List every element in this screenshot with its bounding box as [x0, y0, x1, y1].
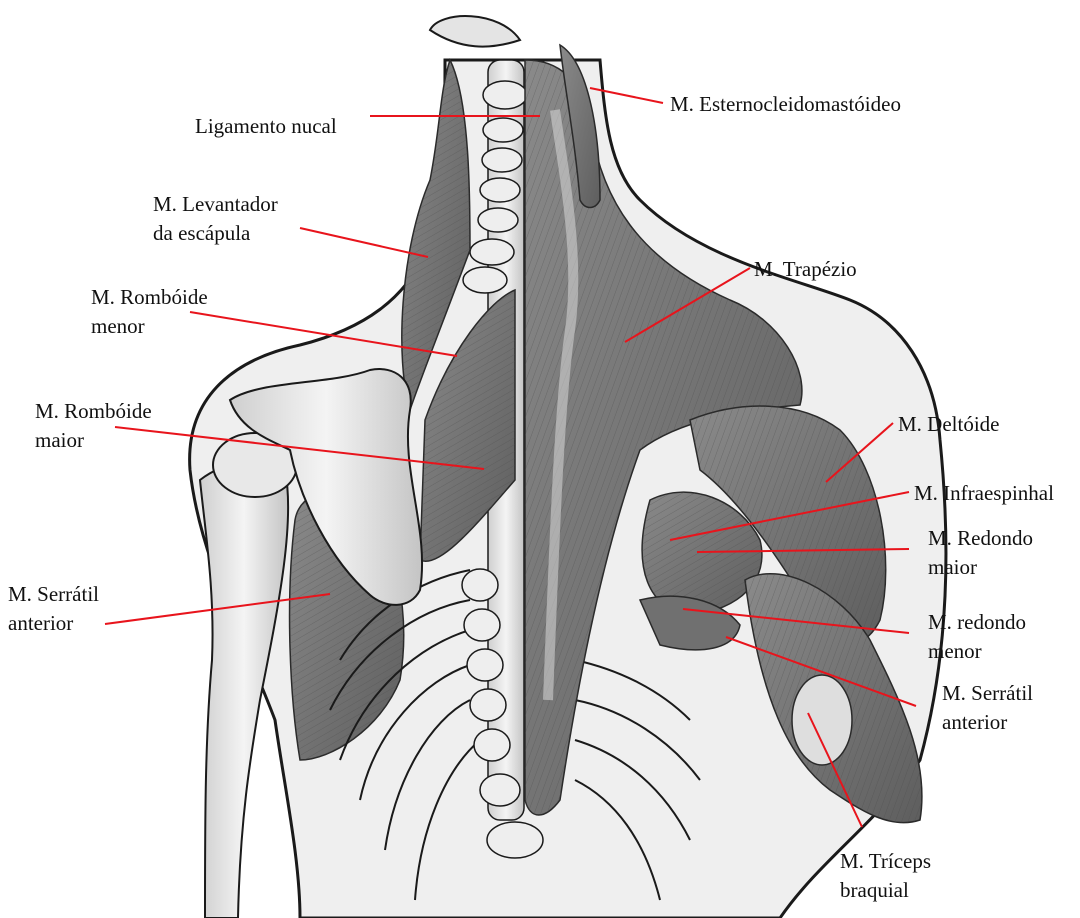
label-romboide-menor: M. Rombóide menor — [91, 285, 213, 338]
label-esternocleidomastoideo: M. Esternocleidomastóideo — [670, 92, 901, 116]
label-infraespinhal: M. Infraespinhal — [914, 481, 1054, 505]
label-serratil-anterior-right: M. Serrátil anterior — [942, 681, 1038, 734]
label-ligamento-nucal: Ligamento nucal — [195, 114, 337, 138]
label-levantador-escapula: M. Levantador da escápula — [153, 192, 283, 245]
leader-levantador-escapula — [300, 228, 428, 257]
label-redondo-menor: M. redondo menor — [928, 610, 1031, 663]
label-deltoide: M. Deltóide — [898, 412, 999, 436]
label-romboide-maior: M. Rombóide maior — [35, 399, 157, 452]
label-serratil-anterior-left: M. Serrátil anterior — [8, 582, 104, 635]
label-triceps-braquial: M. Tríceps braquial — [840, 849, 936, 902]
label-trapezio: M. Trapézio — [754, 257, 857, 281]
